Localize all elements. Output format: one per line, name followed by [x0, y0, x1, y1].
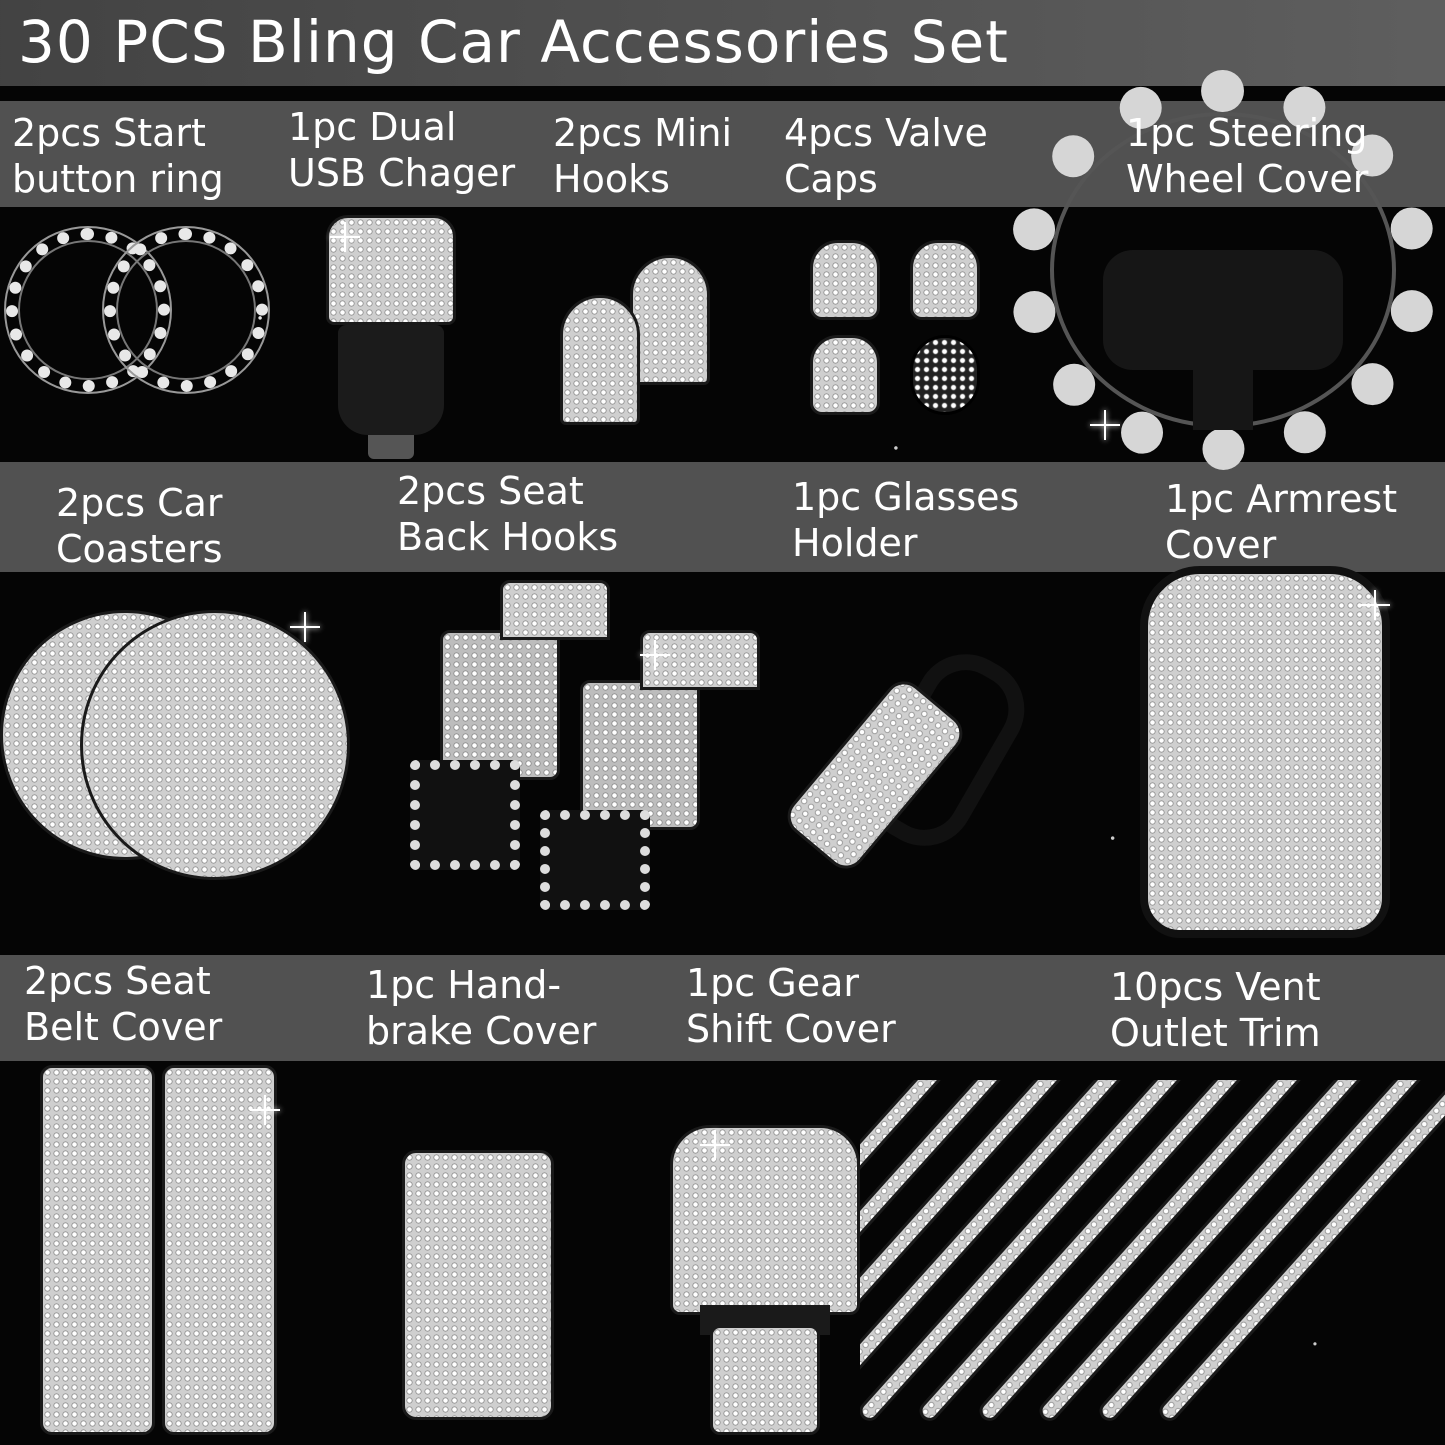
label-glasses-holder: 1pc Glasses Holder: [792, 474, 1019, 566]
label-handbrake-cover: 1pc Hand- brake Cover: [366, 962, 596, 1054]
valve-caps-image: [805, 240, 985, 430]
label-seat-back-hooks: 2pcs Seat Back Hooks: [397, 468, 618, 560]
label-line: Hooks: [553, 157, 670, 201]
label-seat-belt-cover: 2pcs Seat Belt Cover: [24, 958, 222, 1050]
label-line: Belt Cover: [24, 1005, 223, 1049]
glasses-holder-image: [779, 635, 1043, 880]
label-line: Shift Cover: [686, 1007, 896, 1051]
start-button-ring-image-2: [104, 228, 268, 392]
label-mini-hooks: 2pcs Mini Hooks: [553, 110, 732, 202]
steering-wheel-cover-image: [1008, 70, 1438, 470]
vent-outlet-trim-image: [860, 1080, 1445, 1440]
label-start-button-ring: 2pcs Start button ring: [12, 110, 224, 202]
label-line: USB Chager: [288, 151, 516, 195]
label-line: 2pcs Seat: [397, 469, 584, 513]
label-line: 1pc Dual: [288, 105, 457, 149]
seat-back-hooks-image: [400, 580, 780, 910]
label-line: Holder: [792, 521, 918, 565]
label-line: 1pc Hand-: [366, 963, 562, 1007]
label-band-row-2: [0, 462, 1445, 572]
label-line: 2pcs Seat: [24, 959, 211, 1003]
armrest-cover-image: [1140, 566, 1390, 938]
label-line: 1pc Armrest: [1165, 477, 1398, 521]
label-armrest-cover: 1pc Armrest Cover: [1165, 476, 1397, 568]
label-line: 2pcs Mini: [553, 111, 733, 155]
label-line: 1pc Gear: [686, 961, 860, 1005]
label-line: Coasters: [56, 527, 223, 571]
label-usb-charger: 1pc Dual USB Chager: [288, 104, 515, 196]
mini-hooks-image: [560, 255, 720, 435]
label-line: button ring: [12, 157, 224, 201]
gear-shift-cover-image: [670, 1125, 860, 1435]
label-line: 2pcs Start: [12, 111, 206, 155]
label-line: Back Hooks: [397, 515, 619, 559]
label-line: 1pc Glasses: [792, 475, 1020, 519]
label-band-row-3: [0, 955, 1445, 1061]
label-steering-wheel-cover: 1pc Steering Wheel Cover: [1126, 110, 1368, 202]
usb-charger-image: [316, 215, 466, 460]
title-band: 30 PCS Bling Car Accessories Set: [0, 0, 1445, 86]
seat-belt-cover-image-2: [162, 1065, 277, 1435]
car-coasters-image: [0, 600, 360, 880]
handbrake-cover-image: [402, 1150, 554, 1420]
label-line: 2pcs Car: [56, 481, 223, 525]
label-line: Caps: [784, 157, 878, 201]
label-line: brake Cover: [366, 1009, 597, 1053]
label-line: 1pc Steering: [1126, 111, 1368, 155]
label-vent-outlet-trim: 10pcs Vent Outlet Trim: [1110, 964, 1321, 1056]
label-line: Wheel Cover: [1126, 157, 1369, 201]
label-gear-shift-cover: 1pc Gear Shift Cover: [686, 960, 896, 1052]
label-line: Outlet Trim: [1110, 1011, 1321, 1055]
label-line: 4pcs Valve: [784, 111, 988, 155]
page-title: 30 PCS Bling Car Accessories Set: [18, 8, 1009, 76]
seat-belt-cover-image: [40, 1065, 155, 1435]
label-line: 10pcs Vent: [1110, 965, 1321, 1009]
label-line: Cover: [1165, 523, 1277, 567]
label-car-coasters: 2pcs Car Coasters: [56, 480, 223, 572]
label-valve-caps: 4pcs Valve Caps: [784, 110, 988, 202]
